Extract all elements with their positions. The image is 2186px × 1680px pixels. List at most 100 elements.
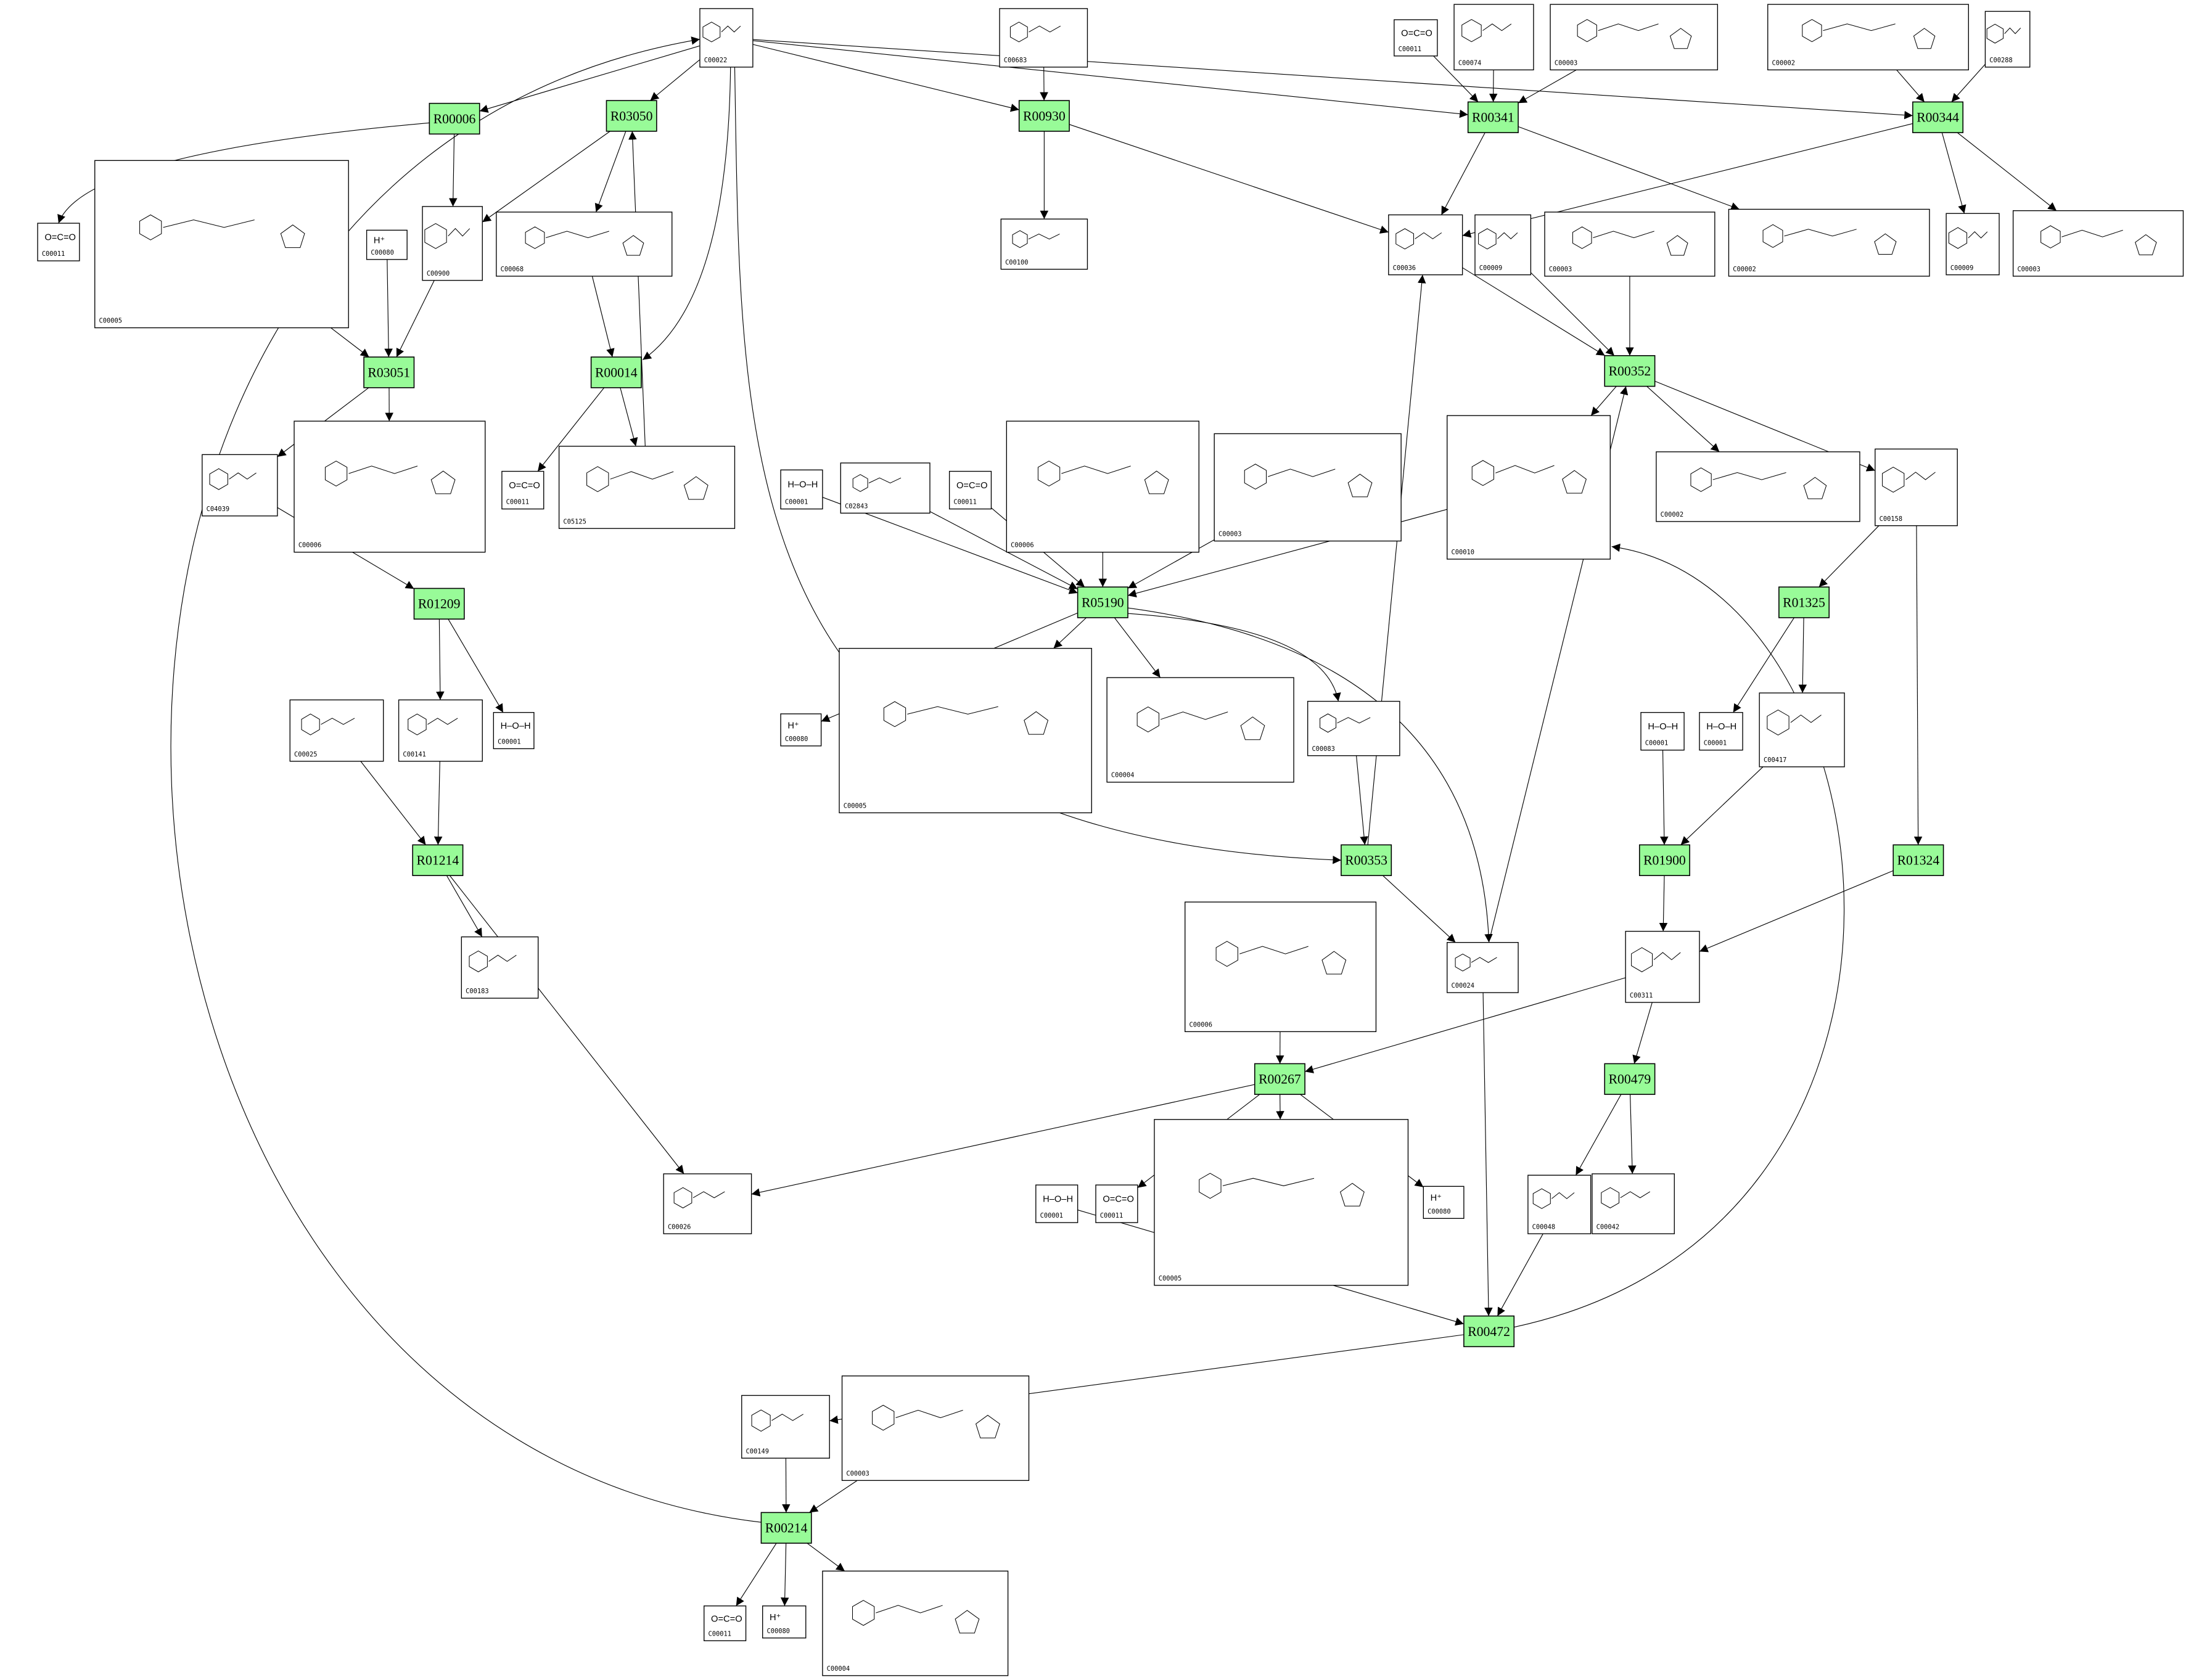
reaction-node-r00006[interactable]: R00006	[429, 102, 480, 135]
reaction-node-r01325[interactable]: R01325	[1778, 586, 1830, 618]
compound-node[interactable]: H⁺C00080	[1423, 1186, 1465, 1219]
compound-box	[1728, 208, 1930, 277]
compound-id: C00022	[704, 57, 727, 64]
edge-c6-to-R00344	[1951, 64, 1986, 102]
compound-node[interactable]: C05125	[558, 446, 736, 529]
edge-c4-to-R00341	[1518, 69, 1577, 104]
compound-node[interactable]: C00002	[1767, 4, 1969, 71]
reaction-node-r00344[interactable]: R00344	[1912, 101, 1964, 133]
reaction-node-r00214[interactable]: R00214	[760, 1512, 812, 1544]
compound-node[interactable]: C00009	[1946, 213, 2000, 276]
reaction-node-r00267[interactable]: R00267	[1254, 1063, 1305, 1095]
compound-node[interactable]: C00003	[1544, 211, 1716, 277]
compound-node[interactable]: C00003	[1214, 433, 1402, 542]
reaction-node-r01324[interactable]: R01324	[1892, 844, 1944, 876]
compound-node[interactable]: H⁺C00080	[366, 229, 408, 260]
compound-node[interactable]: C00141	[398, 699, 483, 762]
edge-c0-to-R00006	[479, 45, 701, 113]
compound-id: C00683	[1004, 57, 1027, 64]
compound-node[interactable]: C00006	[294, 420, 486, 553]
compound-node[interactable]: C00683	[999, 8, 1088, 68]
compound-node[interactable]: C00004	[1106, 677, 1294, 783]
compound-node[interactable]: C00183	[461, 936, 539, 999]
reaction-node-r01209[interactable]: R01209	[413, 588, 465, 620]
compound-node[interactable]: C04039	[202, 454, 278, 517]
compound-node[interactable]: C00004	[822, 1570, 1009, 1676]
reaction-node-r05190[interactable]: R05190	[1077, 586, 1128, 618]
reaction-node-r00472[interactable]: R00472	[1463, 1315, 1515, 1348]
compound-id: C00003	[1549, 266, 1572, 273]
compound-node[interactable]: H⁺C00080	[762, 1605, 807, 1639]
edge-R01214-to-c41	[446, 875, 483, 937]
reaction-node-r00479[interactable]: R00479	[1604, 1063, 1656, 1095]
compound-node[interactable]: C00048	[1527, 1174, 1592, 1234]
compound-node[interactable]: C00074	[1453, 4, 1534, 71]
reaction-box	[606, 100, 657, 132]
compound-node[interactable]: C00025	[289, 699, 384, 762]
compound-node[interactable]: C00024	[1447, 941, 1519, 993]
compound-node[interactable]: C00010	[1447, 415, 1611, 560]
reaction-node-r00930[interactable]: R00930	[1018, 100, 1070, 132]
compound-node[interactable]: C00900	[422, 206, 483, 281]
reaction-node-r00352[interactable]: R00352	[1604, 355, 1656, 387]
edge-R01325-to-c39	[1733, 617, 1794, 713]
structure-drawing	[1948, 227, 1988, 249]
reaction-box	[1254, 1063, 1305, 1095]
compound-box	[1106, 677, 1294, 783]
compound-node[interactable]: C00002	[1728, 208, 1930, 277]
compound-node[interactable]: C00149	[741, 1395, 830, 1459]
compound-box	[1946, 213, 2000, 276]
reaction-node-r00341[interactable]: R00341	[1467, 101, 1519, 133]
compound-node[interactable]: C00003	[841, 1375, 1030, 1481]
compound-node[interactable]: C00002	[1656, 451, 1860, 522]
compound-box	[289, 699, 384, 762]
compound-id: C00004	[1111, 772, 1134, 779]
edge-R01209-to-c33	[448, 618, 504, 713]
compound-node[interactable]: C00005	[839, 647, 1092, 814]
reaction-node-r01900[interactable]: R01900	[1638, 844, 1690, 876]
compound-node[interactable]: C00158	[1875, 448, 1958, 527]
compound-node[interactable]: C00288	[1984, 10, 2031, 68]
compound-node[interactable]: C00042	[1592, 1173, 1675, 1234]
compound-node[interactable]: H⁺C00080	[780, 713, 822, 747]
compound-node[interactable]: C00100	[1000, 218, 1088, 270]
compound-node[interactable]: C00005	[94, 160, 349, 329]
compound-node[interactable]: C00311	[1625, 930, 1700, 1003]
compound-box	[2012, 210, 2184, 277]
reaction-node-r00014[interactable]: R00014	[590, 356, 642, 388]
compound-node[interactable]: C00005	[1154, 1119, 1409, 1286]
reaction-node-r03051[interactable]: R03051	[363, 356, 415, 388]
compound-node[interactable]: C00083	[1307, 700, 1400, 756]
compound-node[interactable]: C00003	[1550, 4, 1719, 71]
compound-node[interactable]: C00026	[663, 1173, 752, 1234]
reaction-node-r01214[interactable]: R01214	[412, 844, 464, 876]
structure-drawing	[852, 1600, 980, 1634]
compound-box	[822, 1570, 1009, 1676]
compound-node[interactable]: C02843	[840, 462, 931, 514]
compound-node[interactable]: C00003	[2012, 210, 2184, 277]
compound-id: C00042	[1596, 1223, 1619, 1231]
compound-node[interactable]: C00068	[496, 211, 673, 277]
compound-node[interactable]: C00006	[1185, 901, 1377, 1033]
compound-id: C00001	[1645, 740, 1668, 747]
compound-box	[1550, 4, 1719, 71]
compound-node[interactable]: C00006	[1006, 420, 1200, 553]
reaction-box	[1892, 844, 1944, 876]
compound-node[interactable]: C00036	[1388, 214, 1463, 276]
reaction-node-r00353[interactable]: R00353	[1341, 844, 1392, 876]
compound-node[interactable]: C00022	[699, 8, 754, 68]
compound-node[interactable]: C00009	[1474, 214, 1532, 276]
compound-node[interactable]: C00417	[1759, 692, 1845, 768]
reaction-node-r03050[interactable]: R03050	[606, 100, 657, 132]
